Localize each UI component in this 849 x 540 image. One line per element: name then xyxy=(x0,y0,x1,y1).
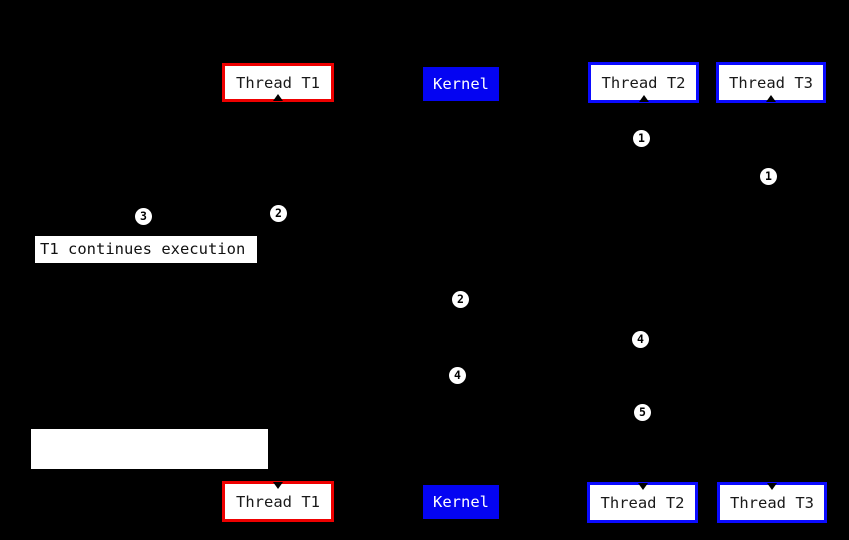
arrowhead-icon xyxy=(766,95,776,102)
thread-t2-box-bottom: Thread T2 xyxy=(587,482,698,523)
arrowhead-icon xyxy=(273,94,283,101)
step-marker: 4 xyxy=(632,331,649,348)
kernel-label: Kernel xyxy=(433,75,489,93)
kernel-label: Kernel xyxy=(433,493,489,511)
thread-t3-box-bottom: Thread T3 xyxy=(717,482,827,523)
thread-t1-label: Thread T1 xyxy=(236,73,320,92)
thread-t1-box-top: Thread T1 xyxy=(222,63,334,102)
arrowhead-icon xyxy=(638,95,649,102)
step-marker: 5 xyxy=(634,404,651,421)
kernel-box-top: Kernel xyxy=(423,67,499,101)
step-marker: 2 xyxy=(452,291,469,308)
arrowhead-icon xyxy=(637,483,648,490)
thread-t2-box-top: Thread T2 xyxy=(588,62,699,103)
thread-t3-label: Thread T3 xyxy=(729,73,813,92)
thread-t3-box-top: Thread T3 xyxy=(716,62,826,103)
step-marker: 1 xyxy=(633,130,650,147)
step-marker: 4 xyxy=(449,367,466,384)
step-marker: 2 xyxy=(270,205,287,222)
thread-t2-label: Thread T2 xyxy=(600,493,685,512)
step-marker: 3 xyxy=(135,208,152,225)
thread-t1-label: Thread T1 xyxy=(236,492,320,511)
thread-t1-box-bottom: Thread T1 xyxy=(222,481,334,522)
kernel-box-bottom: Kernel xyxy=(423,485,499,519)
thread-t2-label: Thread T2 xyxy=(601,73,686,92)
arrowhead-icon xyxy=(273,482,283,489)
thread-t3-label: Thread T3 xyxy=(730,493,814,512)
blank-label-box xyxy=(31,429,268,469)
t1-continues-label: T1 continues execution xyxy=(35,236,257,263)
step-marker: 1 xyxy=(760,168,777,185)
arrowhead-icon xyxy=(767,483,777,490)
